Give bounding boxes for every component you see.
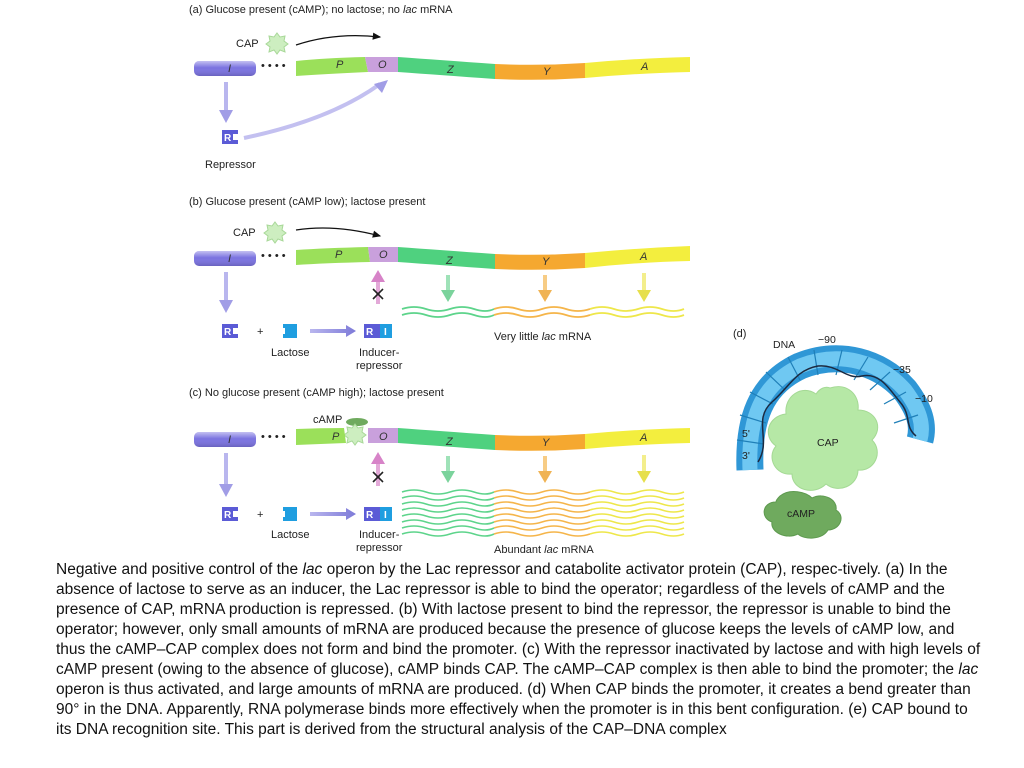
lactose-label: Lactose (271, 529, 310, 541)
cap-protein-icon (343, 423, 367, 446)
cap-protein-label: CAP (817, 437, 839, 449)
operon-strand (296, 57, 690, 80)
operon-strand (296, 428, 690, 451)
inducer-repressor-label-1: Inducer- (359, 529, 400, 541)
panel-b: (b) Glucose present (cAMP low); lactose … (189, 196, 690, 372)
i-gene-label: I (228, 434, 231, 446)
a-label: A (640, 61, 648, 73)
camp-blob (763, 491, 842, 539)
svg-text:R: R (366, 510, 374, 521)
camp-label: cAMP (787, 508, 815, 520)
y-label: Y (542, 437, 550, 449)
blocked-arrow (371, 452, 385, 464)
binding-arrow (310, 325, 356, 337)
inducer-repressor-label-1: Inducer- (359, 347, 400, 359)
inducer-repressor-label-2: repressor (356, 542, 403, 554)
cap-label: CAP (236, 38, 259, 50)
o-label: O (379, 249, 388, 261)
plus-sign: + (257, 509, 263, 521)
transcription-arrow (295, 32, 382, 46)
inducer-repressor-icon: R I (364, 324, 392, 338)
lactose-label: Lactose (271, 347, 310, 359)
dna-backbone-line (757, 365, 917, 463)
svg-text:I: I (384, 327, 387, 338)
down-arrow (219, 300, 233, 313)
a-label: A (639, 432, 647, 444)
repressor-icon: R (222, 507, 239, 521)
y-label: Y (542, 256, 550, 268)
gap-dots: • • • • (261, 250, 286, 262)
block-x-icon (372, 471, 384, 483)
binding-arrow (310, 508, 356, 520)
i-gene-label: I (228, 253, 231, 265)
minus-10-label: −10 (915, 393, 933, 405)
gap-dots: • • • • (261, 60, 286, 72)
minus-90-label: −90 (818, 334, 836, 346)
camp-icon (346, 418, 368, 426)
svg-text:R: R (224, 510, 232, 521)
y-label: Y (543, 66, 551, 78)
plus-sign: + (257, 326, 263, 338)
panel-b-title: (b) Glucose present (cAMP low); lactose … (189, 196, 425, 208)
p-label: P (336, 59, 344, 71)
i-gene-label: I (228, 63, 231, 75)
z-label: Z (446, 64, 455, 76)
repressor-label: Repressor (205, 159, 256, 171)
svg-text:R: R (366, 327, 374, 338)
block-x-icon (372, 288, 384, 300)
inducer-repressor-label-2: repressor (356, 360, 403, 372)
abundant-mrna-label: Abundant lac mRNA (494, 544, 594, 555)
repressor-icon: R (222, 324, 239, 338)
down-arrow (219, 110, 233, 123)
abundant-mrna-strands (401, 489, 685, 537)
panel-c: (c) No glucose present (cAMP high); lact… (189, 387, 690, 555)
mrna-arrows (441, 273, 651, 302)
panel-d: (d) CAP DNA −90 −35 −10 5' 3' cAMP (733, 328, 935, 539)
operon-strand (296, 246, 690, 270)
cap-protein-icon (263, 221, 287, 244)
z-label: Z (445, 436, 454, 448)
down-arrow (219, 484, 233, 497)
lac-operon-figure: (a) Glucose present (cAMP); no lactose; … (189, 4, 935, 555)
cap-label: CAP (233, 227, 256, 239)
mrna-wavy-strands (401, 306, 685, 318)
o-label: O (379, 431, 388, 443)
figure-caption: Negative and positive control of the lac… (56, 561, 981, 738)
lactose-icon (280, 507, 297, 521)
inducer-repressor-icon: R I (364, 507, 392, 521)
lactose-icon (280, 324, 297, 338)
z-label: Z (445, 255, 454, 267)
svg-text:R: R (224, 133, 232, 144)
dna-label: DNA (773, 339, 795, 351)
panel-a: (a) Glucose present (cAMP); no lactose; … (189, 4, 690, 171)
panel-c-title: (c) No glucose present (cAMP high); lact… (189, 387, 444, 399)
five-prime-label: 5' (742, 428, 750, 440)
very-little-mrna-label: Very little lac mRNA (494, 331, 592, 343)
minus-35-label: −35 (893, 364, 911, 376)
panel-a-title: (a) Glucose present (cAMP); no lactose; … (189, 4, 453, 16)
transcription-arrow (295, 227, 382, 238)
mrna-arrows (441, 455, 651, 483)
camp-label: cAMP (313, 414, 342, 426)
repressor-to-operator-arrow (243, 82, 382, 140)
cap-protein-icon (265, 32, 289, 55)
cap-protein-blob (767, 386, 879, 491)
gap-dots: • • • • (261, 431, 286, 443)
o-label: O (378, 59, 387, 71)
svg-text:I: I (384, 510, 387, 521)
svg-text:R: R (224, 327, 232, 338)
p-label: P (335, 249, 343, 261)
three-prime-label: 3' (742, 450, 750, 462)
blocked-arrow (371, 270, 385, 282)
a-label: A (639, 251, 647, 263)
p-label: P (332, 431, 340, 443)
repressor-icon: R (222, 130, 239, 144)
panel-d-title: (d) (733, 328, 746, 340)
